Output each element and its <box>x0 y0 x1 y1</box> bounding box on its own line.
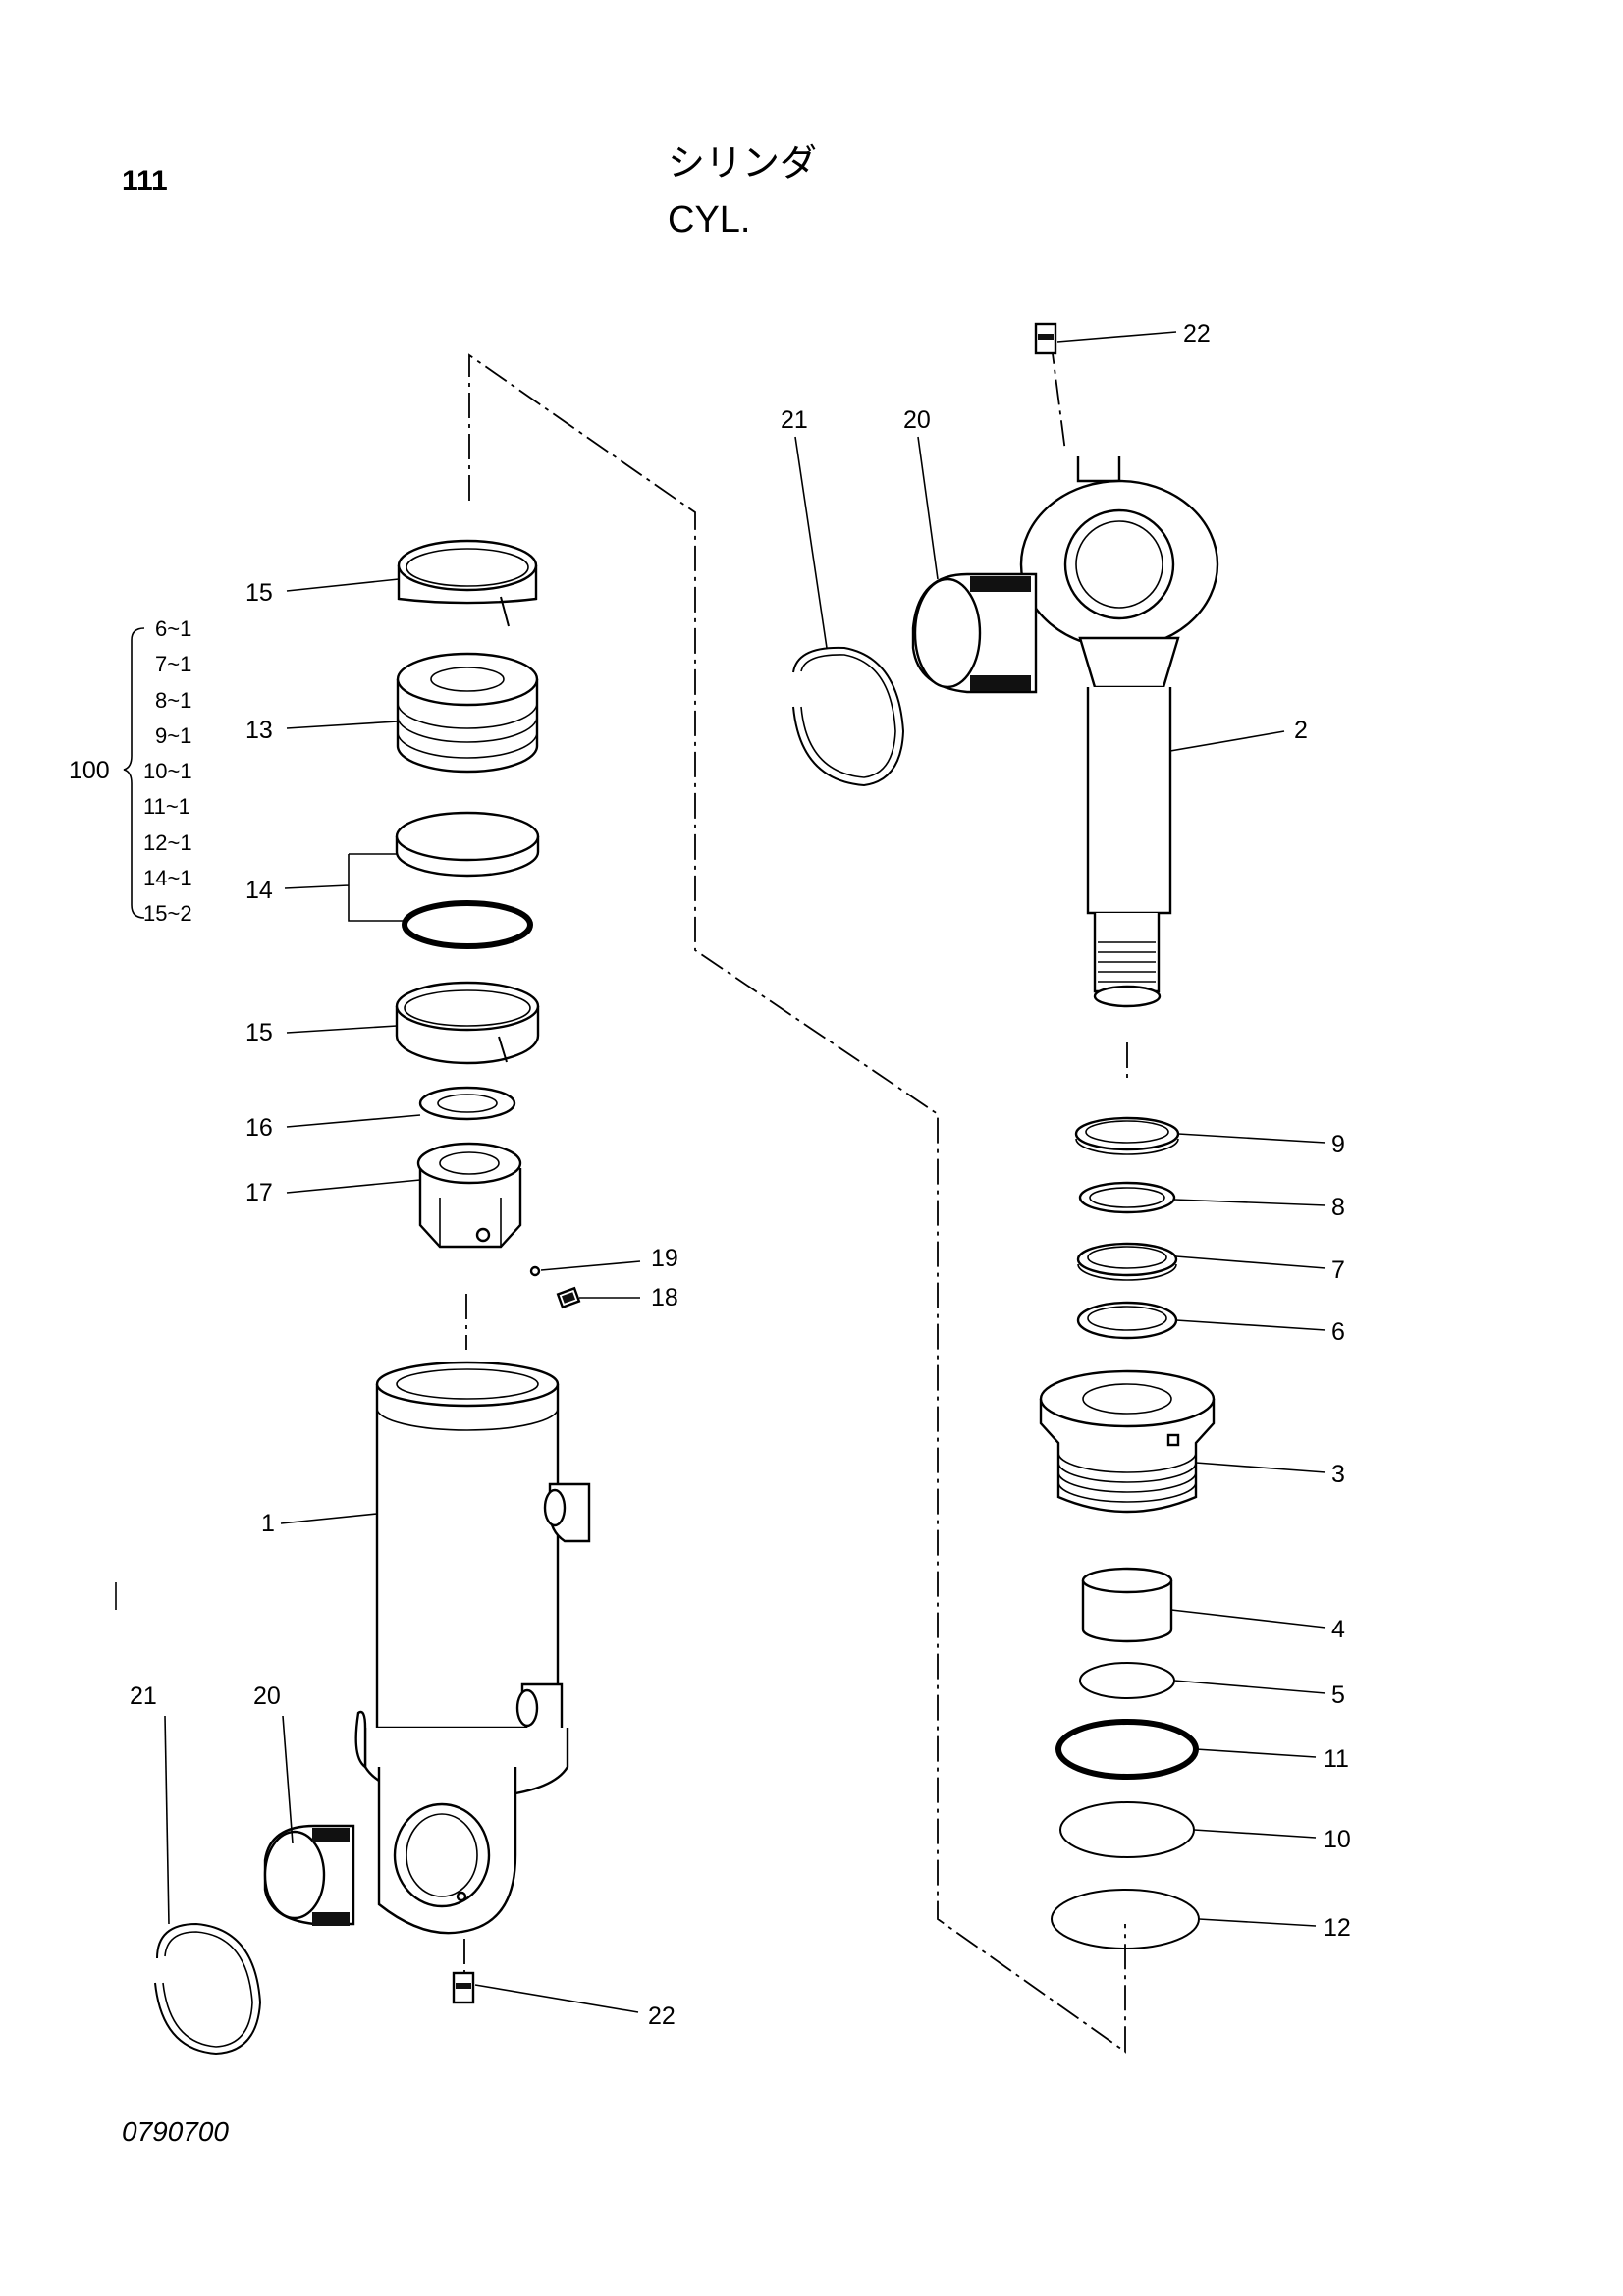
kit-item: 12~1 <box>143 830 192 855</box>
set-screw <box>556 1286 581 1309</box>
backup-ring-10 <box>1059 1801 1195 1858</box>
title-english: CYL. <box>668 199 751 240</box>
grease-nipple-lower <box>452 1971 475 2004</box>
document-code: 0790700 <box>122 2116 230 2147</box>
callout-labels: 15 13 14 15 16 17 19 18 1 21 20 22 22 21… <box>130 320 1351 2030</box>
kit-item: 7~1 <box>155 652 191 676</box>
callout-15-bottom: 15 <box>245 1019 273 1046</box>
rod-bushing <box>1081 1567 1173 1643</box>
rod-cover <box>1039 1369 1216 1514</box>
kit-100-list: 100 6~1 7~1 8~1 9~1 10~1 11~1 12~1 14~1 … <box>69 616 192 926</box>
snap-ring-upper <box>792 646 905 787</box>
callout-13: 13 <box>245 717 273 744</box>
grease-nipple-upper <box>1034 322 1057 355</box>
rod-seal-8 <box>1078 1181 1176 1214</box>
callout-8: 8 <box>1331 1194 1345 1221</box>
callout-18: 18 <box>651 1284 678 1311</box>
kit-item: 8~1 <box>155 688 191 713</box>
wear-ring-bottom <box>395 981 540 1065</box>
o-ring-11 <box>1055 1719 1199 1780</box>
callout-12: 12 <box>1324 1914 1351 1942</box>
callout-21-upper: 21 <box>781 406 808 434</box>
callout-6: 6 <box>1331 1318 1345 1346</box>
piston-seal-pair <box>395 811 540 949</box>
steel-ball <box>529 1265 541 1277</box>
callout-17: 17 <box>245 1179 273 1206</box>
dust-seal <box>1074 1116 1180 1155</box>
page-number: 111 <box>122 165 168 197</box>
callout-3: 3 <box>1331 1461 1345 1488</box>
callout-5: 5 <box>1331 1682 1345 1709</box>
callout-11: 11 <box>1324 1745 1349 1773</box>
kit-item: 9~1 <box>155 723 191 748</box>
callout-21-lower: 21 <box>130 1682 157 1710</box>
snap-ring-5 <box>1079 1662 1175 1699</box>
callout-1: 1 <box>261 1510 275 1537</box>
callout-7: 7 <box>1331 1256 1345 1284</box>
callout-2: 2 <box>1294 717 1308 744</box>
callout-22-upper: 22 <box>1183 320 1211 347</box>
kit-label: 100 <box>69 757 110 784</box>
callout-20-lower: 20 <box>253 1682 281 1710</box>
kit-item: 15~2 <box>143 901 192 926</box>
kit-item: 6~1 <box>155 616 191 641</box>
callout-15-top: 15 <box>245 579 273 607</box>
kit-item: 14~1 <box>143 866 192 890</box>
callout-22-lower: 22 <box>648 2002 676 2030</box>
nut <box>416 1142 522 1249</box>
callout-4: 4 <box>1331 1616 1345 1643</box>
wear-ring-top <box>397 539 538 627</box>
callout-16: 16 <box>245 1114 273 1142</box>
spherical-bushing-lower <box>263 1824 355 1926</box>
washer <box>418 1086 516 1121</box>
title-japanese: シリンダ <box>668 143 818 185</box>
cylinder-tube <box>354 1361 591 1935</box>
rod-seal-7 <box>1076 1242 1178 1281</box>
piston-rod <box>1019 456 1219 1008</box>
kit-item: 10~1 <box>143 759 192 783</box>
assembly-lines <box>463 338 1128 2054</box>
piston <box>396 652 539 774</box>
o-ring-12 <box>1051 1889 1200 1949</box>
kit-item: 11~1 <box>143 794 190 819</box>
callout-20-upper: 20 <box>903 406 931 434</box>
buffer-ring <box>1076 1301 1178 1340</box>
snap-ring-lower <box>154 1922 262 2056</box>
callout-14: 14 <box>245 877 273 904</box>
callout-19: 19 <box>651 1245 678 1272</box>
callout-10: 10 <box>1324 1826 1351 1853</box>
leader-lines <box>115 331 1326 2013</box>
callout-9: 9 <box>1331 1131 1345 1158</box>
spherical-bushing-upper <box>911 572 1038 694</box>
